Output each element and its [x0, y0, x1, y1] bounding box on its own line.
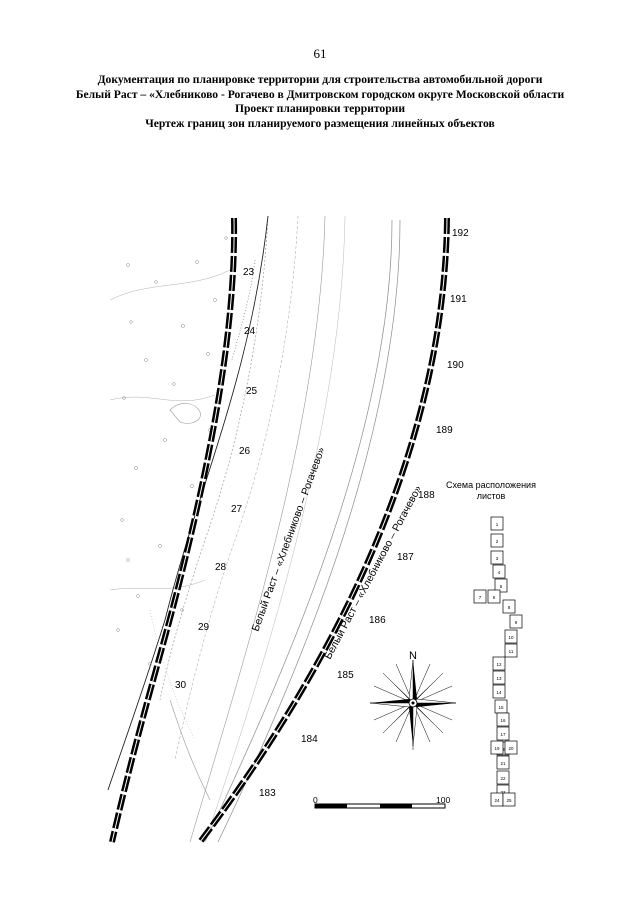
picket-192: 192 — [452, 228, 469, 239]
sheet-layout-scheme: 1234567891011121314151617181920212223242… — [473, 516, 523, 807]
picket-29: 29 — [198, 622, 210, 633]
scheme-sheet-11 — [504, 643, 518, 658]
terrain-background — [107, 215, 401, 843]
scale-end-label: 100 — [436, 795, 450, 805]
picket-25: 25 — [246, 386, 258, 397]
picket-189: 189 — [436, 425, 453, 436]
scheme-sheet-12 — [492, 656, 506, 671]
picket-190: 190 — [447, 360, 464, 371]
scheme-sheet-7 — [473, 589, 487, 604]
scheme-sheet-label-24: 24 — [494, 798, 500, 803]
picket-183: 183 — [259, 788, 276, 799]
header-line-3: Проект планировки территории — [234, 102, 406, 115]
scheme-sheet-label-9: 9 — [515, 620, 518, 625]
scheme-sheet-4 — [492, 564, 506, 579]
scheme-sheet-label-4: 4 — [498, 570, 501, 575]
picket-185: 185 — [337, 670, 354, 681]
left-boundary-zone — [109, 217, 238, 843]
road-label-right: Белый Раст – «Хлебниково – Рогачево» — [322, 483, 424, 661]
scheme-sheet-label-21: 21 — [500, 761, 506, 766]
scheme-sheet-label-13: 13 — [496, 676, 502, 681]
scheme-sheet-17 — [496, 726, 510, 741]
scheme-sheet-19 — [490, 740, 504, 755]
scheme-sheet-2 — [490, 533, 504, 548]
compass-north-label: N — [409, 650, 417, 662]
scheme-sheet-label-22: 22 — [500, 776, 506, 781]
scheme-sheet-label-20: 20 — [508, 746, 514, 751]
scheme-sheet-label-11: 11 — [509, 649, 514, 654]
scheme-sheet-label-12: 12 — [496, 662, 502, 667]
scheme-sheet-label-10: 10 — [508, 635, 514, 640]
scheme-sheet-label-2: 2 — [496, 539, 499, 544]
picket-186: 186 — [369, 615, 386, 626]
scheme-sheet-14 — [492, 684, 506, 699]
scheme-sheet-label-5: 5 — [500, 584, 503, 589]
scheme-sheet-1 — [490, 516, 504, 531]
picket-28: 28 — [215, 562, 227, 573]
scheme-title-line-2: листов — [477, 491, 506, 501]
scheme-sheet-label-8: 8 — [508, 605, 511, 610]
scheme-sheet-label-1: 1 — [496, 522, 499, 527]
road-label-left: Белый Раст – «Хлебниково – Рогачево» — [250, 446, 328, 633]
sheet-scheme-title: Схема расположения листов — [446, 480, 536, 501]
picket-191: 191 — [450, 294, 467, 305]
scheme-sheet-21 — [496, 755, 510, 770]
header-line-2: Белый Раст – «Хлебниково - Рогачево в Дм… — [75, 87, 565, 101]
picket-187: 187 — [397, 552, 414, 563]
header-line-4: Чертеж границ зон планируемого размещени… — [145, 116, 495, 130]
right-pickets: 192 191 190 189 188 187 186 185 184 183 — [259, 228, 469, 799]
scheme-sheet-label-15: 15 — [498, 705, 504, 710]
scheme-sheet-label-19: 19 — [494, 746, 500, 751]
picket-188: 188 — [418, 490, 435, 501]
left-pickets: 23 24 25 26 27 28 29 30 — [175, 267, 258, 691]
scheme-sheet-label-14: 14 — [496, 690, 502, 695]
compass-rose: N — [369, 650, 457, 750]
scheme-sheet-label-3: 3 — [496, 556, 499, 561]
scheme-sheet-3 — [490, 550, 504, 565]
scheme-sheet-13 — [492, 670, 506, 685]
scheme-title-line-1: Схема расположения — [446, 480, 536, 490]
scheme-sheet-10 — [504, 629, 518, 644]
scheme-sheet-16 — [496, 712, 510, 727]
page-number: 61 — [313, 46, 327, 61]
scheme-sheet-8 — [502, 599, 516, 614]
scheme-sheet-label-23: 23 — [500, 790, 506, 795]
survey-dots — [116, 236, 228, 666]
scheme-sheet-label-17: 17 — [500, 732, 506, 737]
picket-24: 24 — [244, 326, 256, 337]
document-header: Документация по планировке территории дл… — [0, 73, 640, 131]
scheme-sheet-6 — [487, 589, 501, 604]
scale-bar: 0 100 — [313, 795, 450, 809]
scheme-sheet-label-7: 7 — [479, 595, 482, 600]
picket-30: 30 — [175, 680, 187, 691]
scheme-sheet-label-6: 6 — [493, 595, 496, 600]
scale-start-label: 0 — [313, 795, 318, 805]
scheme-sheet-label-25: 25 — [506, 798, 512, 803]
picket-23: 23 — [243, 267, 255, 278]
scheme-sheet-22 — [496, 770, 510, 785]
scheme-sheet-20 — [504, 740, 518, 755]
header-line-1: Документация по планировке территории дл… — [97, 73, 543, 86]
scheme-sheet-9 — [509, 614, 523, 629]
picket-184: 184 — [301, 734, 318, 745]
picket-27: 27 — [231, 504, 243, 515]
picket-26: 26 — [239, 446, 251, 457]
scheme-sheet-5 — [494, 578, 508, 593]
scheme-sheet-25 — [502, 792, 516, 807]
scheme-sheet-label-16: 16 — [500, 718, 506, 723]
right-boundary-zone — [197, 217, 450, 844]
